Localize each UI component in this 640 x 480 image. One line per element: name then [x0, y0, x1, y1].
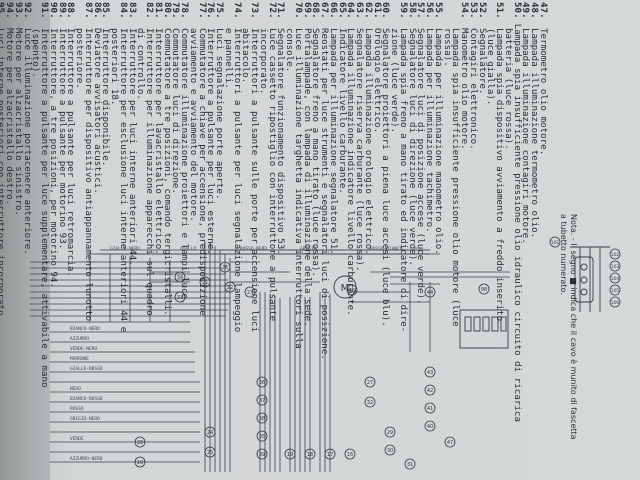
- legend-list: 47.Termometro olio motore.48.Lampada ill…: [0, 2, 549, 422]
- legend-item-number: 91.: [39, 2, 51, 19]
- legend-item-number: [451, 2, 460, 28]
- legend-item-number: 73.: [249, 2, 261, 19]
- legend-item-number: 74.: [231, 2, 243, 19]
- legend-item-text: Luci interne posteriori con interruttore…: [0, 28, 7, 322]
- nota-line-1: Nota. - Il segno ■ indica che il cavo è …: [569, 214, 578, 440]
- legend-item: 95. Luci interne posteriori con interrutt…: [0, 2, 7, 422]
- legend-item-number: 50.: [511, 2, 523, 19]
- legend-item-number: 54.: [459, 2, 471, 19]
- legend-item-number: 70.: [293, 2, 304, 19]
- legend-item-text: Interruttore a pulsante per luce supplem…: [39, 28, 51, 388]
- legend-item-number: 87.: [83, 2, 94, 19]
- legend-item-number: 95.: [0, 2, 7, 19]
- legend-item-number: 82.: [144, 2, 156, 19]
- legend-item-text: Lampada spia insufficiente pressione oli…: [450, 28, 462, 327]
- legend-item-text: Interruttori a pulsante sulle porte per …: [249, 28, 261, 333]
- legend-item-number: 51.: [494, 2, 506, 19]
- legend-item-text: Luce illuminazione targhetta indicativa …: [293, 28, 304, 349]
- legend-item-number: 77.: [196, 2, 208, 19]
- nota-line-2: a tubetto numerato.: [559, 214, 568, 295]
- legend-item-number: 84.: [118, 2, 129, 19]
- legend-item-number: 72.: [266, 2, 278, 19]
- legend-item-number: 59.: [398, 2, 409, 19]
